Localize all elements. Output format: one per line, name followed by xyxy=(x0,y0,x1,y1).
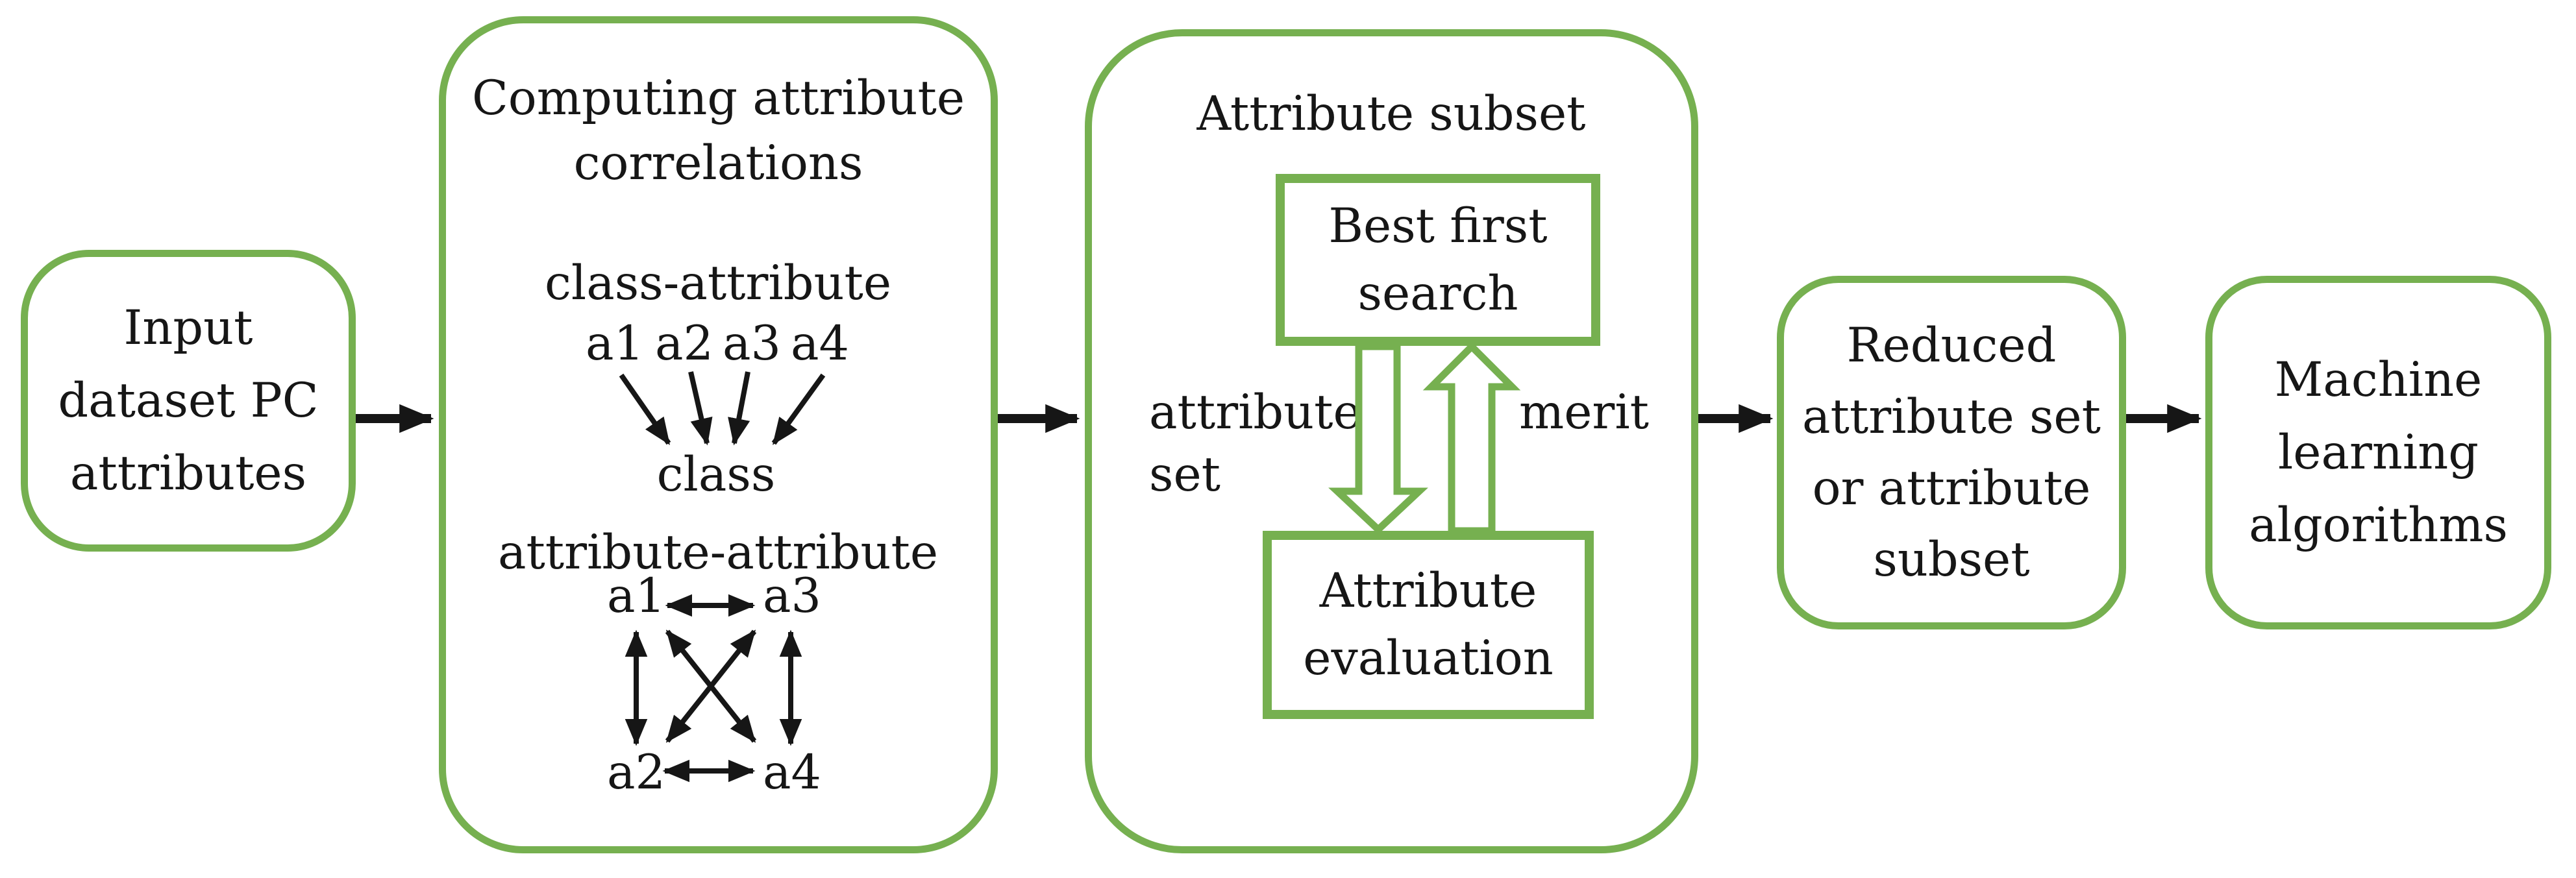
flow-box-machine-learning: Machine learning algorithms xyxy=(2205,276,2551,629)
class-target-label: class xyxy=(656,447,776,502)
attr-attr-a2: a2 xyxy=(607,745,665,800)
ml-line: algorithms xyxy=(2249,497,2508,553)
computing-title-line: Computing attribute xyxy=(471,71,965,126)
flow-box-input: Input dataset PC attributes xyxy=(21,250,356,552)
input-line: dataset PC xyxy=(58,372,319,428)
attr-attr-a3: a3 xyxy=(763,568,821,624)
reduced-line: Reduced xyxy=(1846,317,2057,373)
input-line: attributes xyxy=(69,445,307,501)
reduced-line: attribute set xyxy=(1802,389,2101,445)
reduced-line: or attribute xyxy=(1812,460,2091,516)
class-attr-a2: a2 xyxy=(655,316,713,371)
flow-box-reduced-attribute-set: Reduced attribute set or attribute subse… xyxy=(1777,276,2126,629)
attribute-set-label-line: attribute xyxy=(1149,385,1361,440)
merit-label: merit xyxy=(1519,385,1650,440)
class-attribute-heading: class-attribute xyxy=(544,256,892,311)
attribute-set-label: attribute set xyxy=(1149,382,1361,506)
attr-attr-a4: a4 xyxy=(763,745,821,800)
attribute-subset-title: Attribute subset xyxy=(1196,86,1586,141)
attribute-set-label-line: set xyxy=(1149,447,1220,502)
attr-attr-a1: a1 xyxy=(607,568,665,624)
input-line: Input xyxy=(123,300,253,356)
attribute-evaluation-line: Attribute xyxy=(1319,563,1537,618)
ml-line: learning xyxy=(2277,424,2479,480)
computing-correlations-title: Computing attribute correlations xyxy=(439,66,998,196)
reduced-line: subset xyxy=(1873,531,2030,587)
ml-line: Machine xyxy=(2274,352,2483,408)
attribute-evaluation-box: Attribute evaluation xyxy=(1263,531,1594,719)
attribute-evaluation-line: evaluation xyxy=(1303,631,1554,686)
class-attr-a3: a3 xyxy=(723,316,781,371)
attribute-attribute-heading: attribute-attribute xyxy=(497,525,939,580)
class-attr-a4: a4 xyxy=(791,316,849,371)
best-first-search-line: search xyxy=(1357,265,1518,321)
class-attr-a1: a1 xyxy=(586,316,644,371)
best-first-search-line: Best first xyxy=(1328,198,1548,254)
best-first-search-box: Best first search xyxy=(1276,174,1600,346)
computing-title-line: correlations xyxy=(573,136,863,191)
